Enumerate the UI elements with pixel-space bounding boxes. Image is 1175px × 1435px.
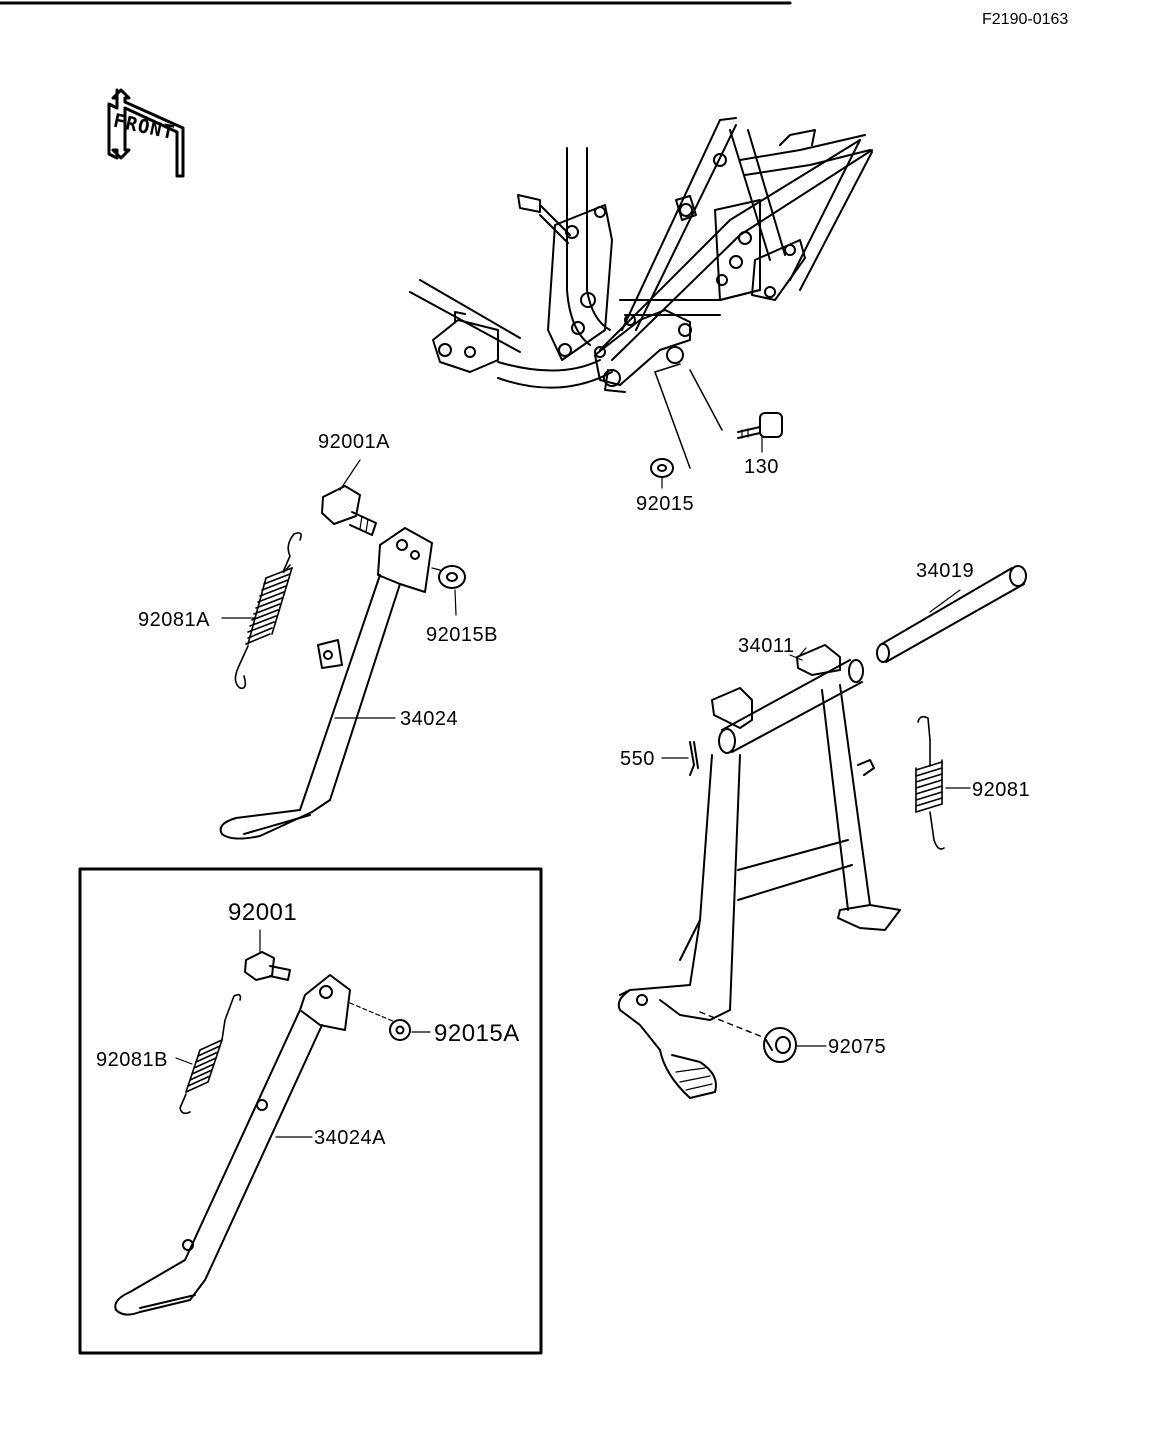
label-130: 130 xyxy=(744,456,779,478)
bushing-92075 xyxy=(763,1027,827,1063)
label-550: 550 xyxy=(620,748,655,770)
label-92075: 92075 xyxy=(828,1036,887,1058)
nut-92015 xyxy=(650,458,674,489)
bolt-130 xyxy=(737,412,783,453)
label-92081B: 92081B xyxy=(96,1049,168,1071)
label-92081: 92081 xyxy=(972,779,1031,801)
spring-92081A xyxy=(221,532,302,690)
centre-stand-34011 xyxy=(617,565,1027,1099)
label-34024: 34024 xyxy=(400,708,459,730)
frame-drawing xyxy=(409,117,873,469)
label-92015: 92015 xyxy=(636,493,695,515)
label-92081A: 92081A xyxy=(138,609,210,631)
label-92001A: 92001A xyxy=(318,431,390,453)
label-34019: 34019 xyxy=(916,560,975,582)
side-stand-34024A xyxy=(114,929,431,1316)
front-direction-badge: FRONT xyxy=(103,88,188,178)
side-stand-34024 xyxy=(219,459,466,840)
spring-92081B xyxy=(175,993,242,1115)
label-92001: 92001 xyxy=(228,899,298,926)
front-arrow-icon xyxy=(107,88,185,178)
label-34011: 34011 xyxy=(738,635,795,657)
variant-box xyxy=(78,867,543,1355)
label-34024A: 34024A xyxy=(314,1127,386,1149)
label-92015B: 92015B xyxy=(426,624,498,646)
label-92015A: 92015A xyxy=(434,1020,520,1047)
spring-92081 xyxy=(915,715,971,850)
figure-code: F2190-0163 xyxy=(982,11,1069,28)
